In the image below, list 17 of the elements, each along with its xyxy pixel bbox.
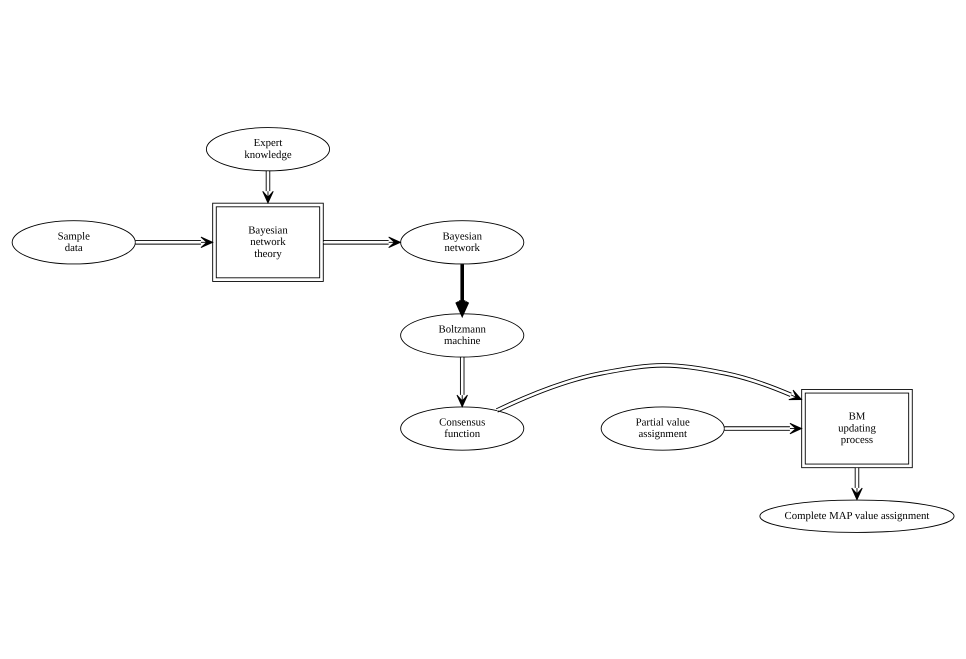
arrow [322, 236, 401, 248]
node-ellipse: Expert knowledge [206, 126, 330, 171]
arrow [135, 236, 214, 248]
node-ellipse: Bayesian network [400, 220, 524, 264]
arrow [724, 422, 802, 434]
node-ellipse: Consensus function [400, 406, 524, 450]
arrow [455, 264, 470, 315]
arrow [851, 466, 863, 500]
arrow [262, 170, 274, 203]
node-ellipse: Boltzmann machine [400, 312, 524, 358]
node-ellipse: Sample data [12, 220, 136, 264]
arrow [456, 356, 468, 407]
node-box: BM updating process [801, 388, 913, 468]
arrow [496, 362, 802, 412]
node-box: Bayesian network theory [212, 202, 324, 282]
node-ellipse: Partial value assignment [600, 406, 725, 450]
node-ellipse: Complete MAP value assignment [759, 499, 954, 532]
